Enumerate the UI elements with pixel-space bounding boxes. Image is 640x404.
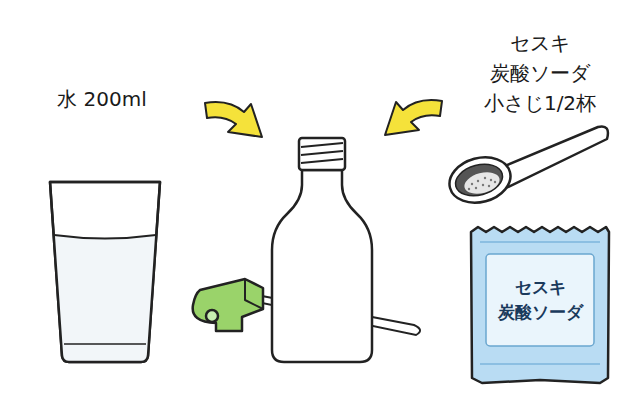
yellow-arrow bbox=[385, 100, 442, 135]
water-glass bbox=[50, 182, 160, 362]
bag-text: セスキ 炭酸ソーダ bbox=[486, 275, 594, 326]
bag-label: セスキ 炭酸ソーダ bbox=[486, 254, 594, 346]
spray-nozzle bbox=[193, 279, 263, 331]
yellow-arrow bbox=[205, 102, 262, 137]
label-text: 水 200ml bbox=[57, 84, 147, 114]
spray-bottle bbox=[272, 138, 372, 362]
measuring-spoon bbox=[444, 127, 608, 210]
label-text: セスキ 炭酸ソーダ 小さじ1/2杯 bbox=[465, 28, 615, 118]
soda-bag: セスキ 炭酸ソーダ bbox=[468, 224, 612, 386]
